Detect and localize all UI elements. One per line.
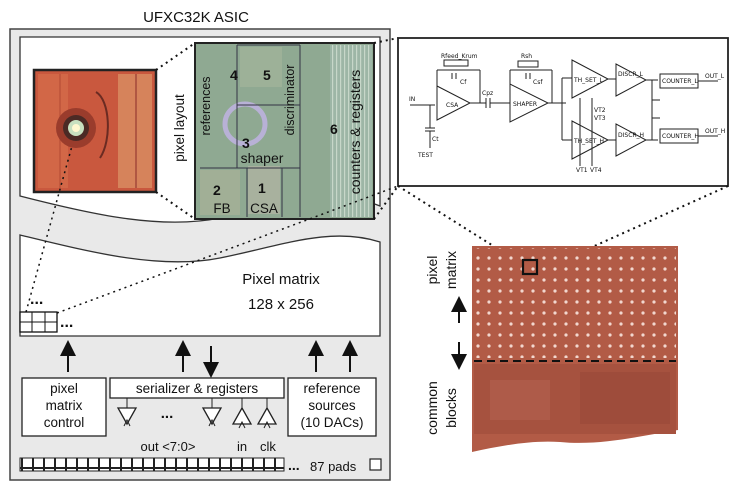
- die-photo: [472, 246, 678, 452]
- block2-label: FB: [213, 201, 230, 216]
- zoom-line-8: [56, 185, 399, 314]
- block3-number: 3: [242, 135, 250, 151]
- block4-number: 4: [230, 67, 238, 83]
- block4-label: references: [199, 76, 213, 135]
- pixel-matrix-panel: [19, 234, 381, 337]
- sch-th-h: TH_SET_H: [573, 138, 604, 145]
- asic-title: UFXC32K ASIC: [143, 9, 249, 26]
- serializer-box: [109, 377, 285, 399]
- sch-counter-l: COUNTER_L: [662, 78, 698, 85]
- die-pixel-label-2: matrix: [443, 251, 459, 289]
- zoom-line-5: [373, 185, 399, 220]
- pixel-layout-label: pixel layout: [172, 94, 187, 162]
- sch-vt2: VT2: [594, 107, 606, 114]
- sch-shaper: SHAPER: [513, 101, 537, 108]
- pads-label: 87 pads: [310, 459, 357, 474]
- out-label: out <7:0>: [141, 439, 196, 454]
- reference-box: [287, 377, 377, 437]
- last-pad: [369, 458, 382, 471]
- die-common-label-1: common: [424, 381, 440, 435]
- input-buffer-clk: [256, 398, 278, 429]
- zoom-line-2: [155, 191, 196, 220]
- in-label: in: [237, 439, 247, 454]
- schematic-wires: [410, 59, 718, 166]
- output-buffer-0: [116, 398, 138, 427]
- zoom-line-7: [540, 185, 729, 271]
- sch-th-l: TH_SET_L: [573, 77, 603, 84]
- sch-ct: Ct: [432, 136, 439, 143]
- pixel-matrix-size: 128 x 256: [248, 296, 314, 313]
- pixel-matrix-title: Pixel matrix: [242, 271, 320, 288]
- sch-csa: CSA: [446, 102, 459, 109]
- layout-photo: [194, 42, 375, 220]
- sch-vt1: VT1: [576, 167, 588, 174]
- output-buffer-7: [201, 398, 223, 427]
- sch-vt4: VT4: [590, 167, 602, 174]
- clk-label: clk: [260, 439, 276, 454]
- sch-csf: Csf: [533, 79, 543, 86]
- serializer-label: serializer & registers: [136, 381, 259, 396]
- sch-rfeed: Rfeed_Krum: [441, 53, 478, 60]
- sch-cpz: Cpz: [482, 90, 493, 97]
- reference-line3: (10 DACs): [300, 415, 363, 430]
- block1-label: CSA: [250, 201, 278, 216]
- pixel-grid-dots-up: ...: [30, 291, 43, 308]
- reference-line2: sources: [308, 398, 356, 413]
- serializer-dots: ...: [161, 405, 174, 422]
- pad-row: [19, 457, 285, 472]
- zoom-line-6: [397, 185, 523, 265]
- sch-rsh: Rsh: [521, 53, 532, 60]
- sch-cf: Cf: [460, 79, 467, 86]
- pads-dots: ...: [288, 457, 300, 473]
- matrix-control-box: [21, 377, 107, 437]
- block5-number: 5: [263, 67, 271, 83]
- pixel-grid-dots-right: ...: [60, 314, 73, 331]
- sch-vt3: VT3: [594, 115, 606, 122]
- sch-in: IN: [409, 96, 415, 103]
- die-common-label-2: blocks: [443, 388, 459, 428]
- block6-label: counters & registers: [347, 70, 363, 195]
- sch-discr-h: DISCR_H: [618, 132, 644, 139]
- block3-label: shaper: [241, 150, 284, 166]
- sch-discr-l: DISCR_L: [618, 71, 644, 78]
- chip-photo: [32, 68, 158, 194]
- block1-number: 1: [258, 180, 266, 196]
- matrix-control-line2: matrix: [46, 398, 83, 413]
- matrix-control-line1: pixel: [50, 381, 78, 396]
- pixel-grid-icon: [19, 311, 58, 333]
- sch-out-l: OUT_L: [705, 73, 725, 80]
- sch-counter-h: COUNTER_H: [662, 133, 699, 140]
- block6-number: 6: [330, 121, 338, 137]
- sch-test: TEST: [417, 152, 433, 159]
- zoom-line-1: [155, 42, 196, 71]
- matrix-control-line3: control: [44, 415, 85, 430]
- reference-line1: reference: [303, 381, 360, 396]
- zoom-line-4: [373, 37, 399, 44]
- sch-out-h: OUT_H: [705, 128, 725, 135]
- input-buffer-in: [231, 398, 253, 429]
- die-pixel-label-1: pixel: [424, 256, 440, 285]
- block2-number: 2: [213, 182, 221, 198]
- signal-arrows: [60, 340, 358, 378]
- block5-label: discriminator: [283, 65, 297, 136]
